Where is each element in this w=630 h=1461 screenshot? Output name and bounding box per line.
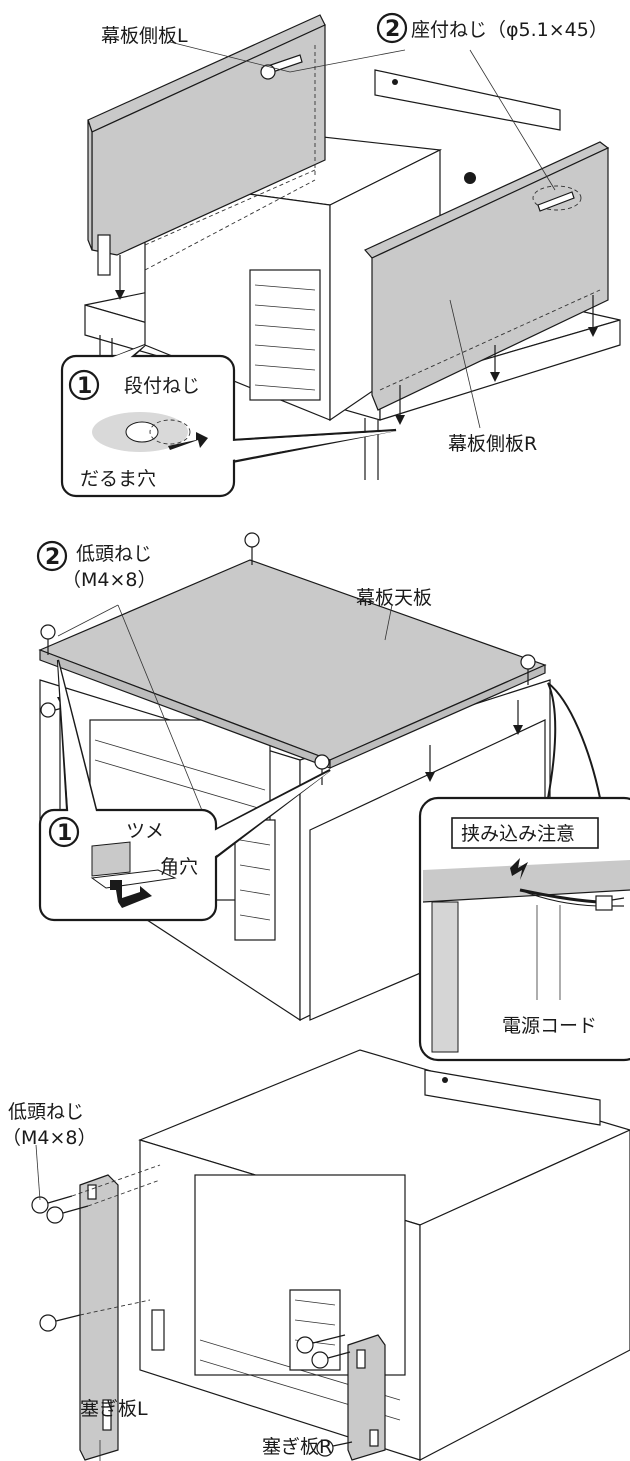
top-panel	[38, 559, 547, 769]
step-2-number: 2	[385, 17, 400, 42]
label-blanking-plate-R: 塞ぎ板R	[262, 1436, 332, 1458]
label-side-panel-L: 幕板側板L	[101, 25, 188, 47]
label-low-head-screw-size: （M4×8）	[62, 569, 157, 591]
section-2-top-panel: 2 低頭ねじ （M4×8） 幕板天板 1 ツメ 角穴 挟み込み注意	[36, 532, 630, 1062]
side-panel-R	[364, 141, 610, 425]
callout-step-1-keyhole: 1 段付ねじ だるま穴	[60, 343, 397, 498]
caution-label: 挟み込み注意	[461, 823, 575, 845]
step-1-number-b: 1	[57, 821, 72, 846]
cabinet-body-3	[138, 1049, 630, 1461]
low-head-screw-icons-3	[31, 1195, 353, 1457]
label-flange-screw: 座付ねじ（φ5.1×45）	[411, 19, 608, 41]
label-low-head-screw: 低頭ねじ	[76, 543, 152, 565]
label-low-head-screw-3: 低頭ねじ	[8, 1101, 84, 1123]
section-1-side-panels: 幕板側板L 2 座付ねじ（φ5.1×45） 幕板側板R 1 段付ねじ だるま穴	[60, 12, 621, 498]
label-square-hole: 角穴	[160, 856, 198, 878]
label-top-panel: 幕板天板	[356, 587, 432, 609]
step-2-badge-b	[36, 540, 68, 572]
side-panel-L	[87, 14, 326, 300]
label-tab: ツメ	[126, 820, 164, 842]
blanking-plate-R	[347, 1334, 386, 1461]
label-blanking-plate-L: 塞ぎ板L	[80, 1398, 148, 1420]
step-2-badge	[376, 12, 408, 44]
callout-pinch-caution: 挟み込み注意 電源コード	[418, 796, 630, 1062]
label-side-panel-R: 幕板側板R	[448, 433, 537, 455]
label-low-head-screw-size-3: （M4×8）	[2, 1127, 97, 1149]
step-2-number-b: 2	[45, 545, 60, 570]
blanking-plate-L	[79, 1174, 165, 1461]
step-1-number: 1	[77, 374, 92, 399]
label-power-cord: 電源コード	[502, 1015, 597, 1037]
section-3-blanking-plates: 低頭ねじ （M4×8） 塞ぎ板L 塞ぎ板R	[2, 1049, 630, 1461]
callout-step-1-tab: 1 ツメ 角穴	[38, 659, 331, 922]
flange-screw-top-icon	[260, 54, 303, 80]
label-keyhole: だるま穴	[80, 468, 156, 490]
label-stepped-screw: 段付ねじ	[124, 375, 200, 397]
